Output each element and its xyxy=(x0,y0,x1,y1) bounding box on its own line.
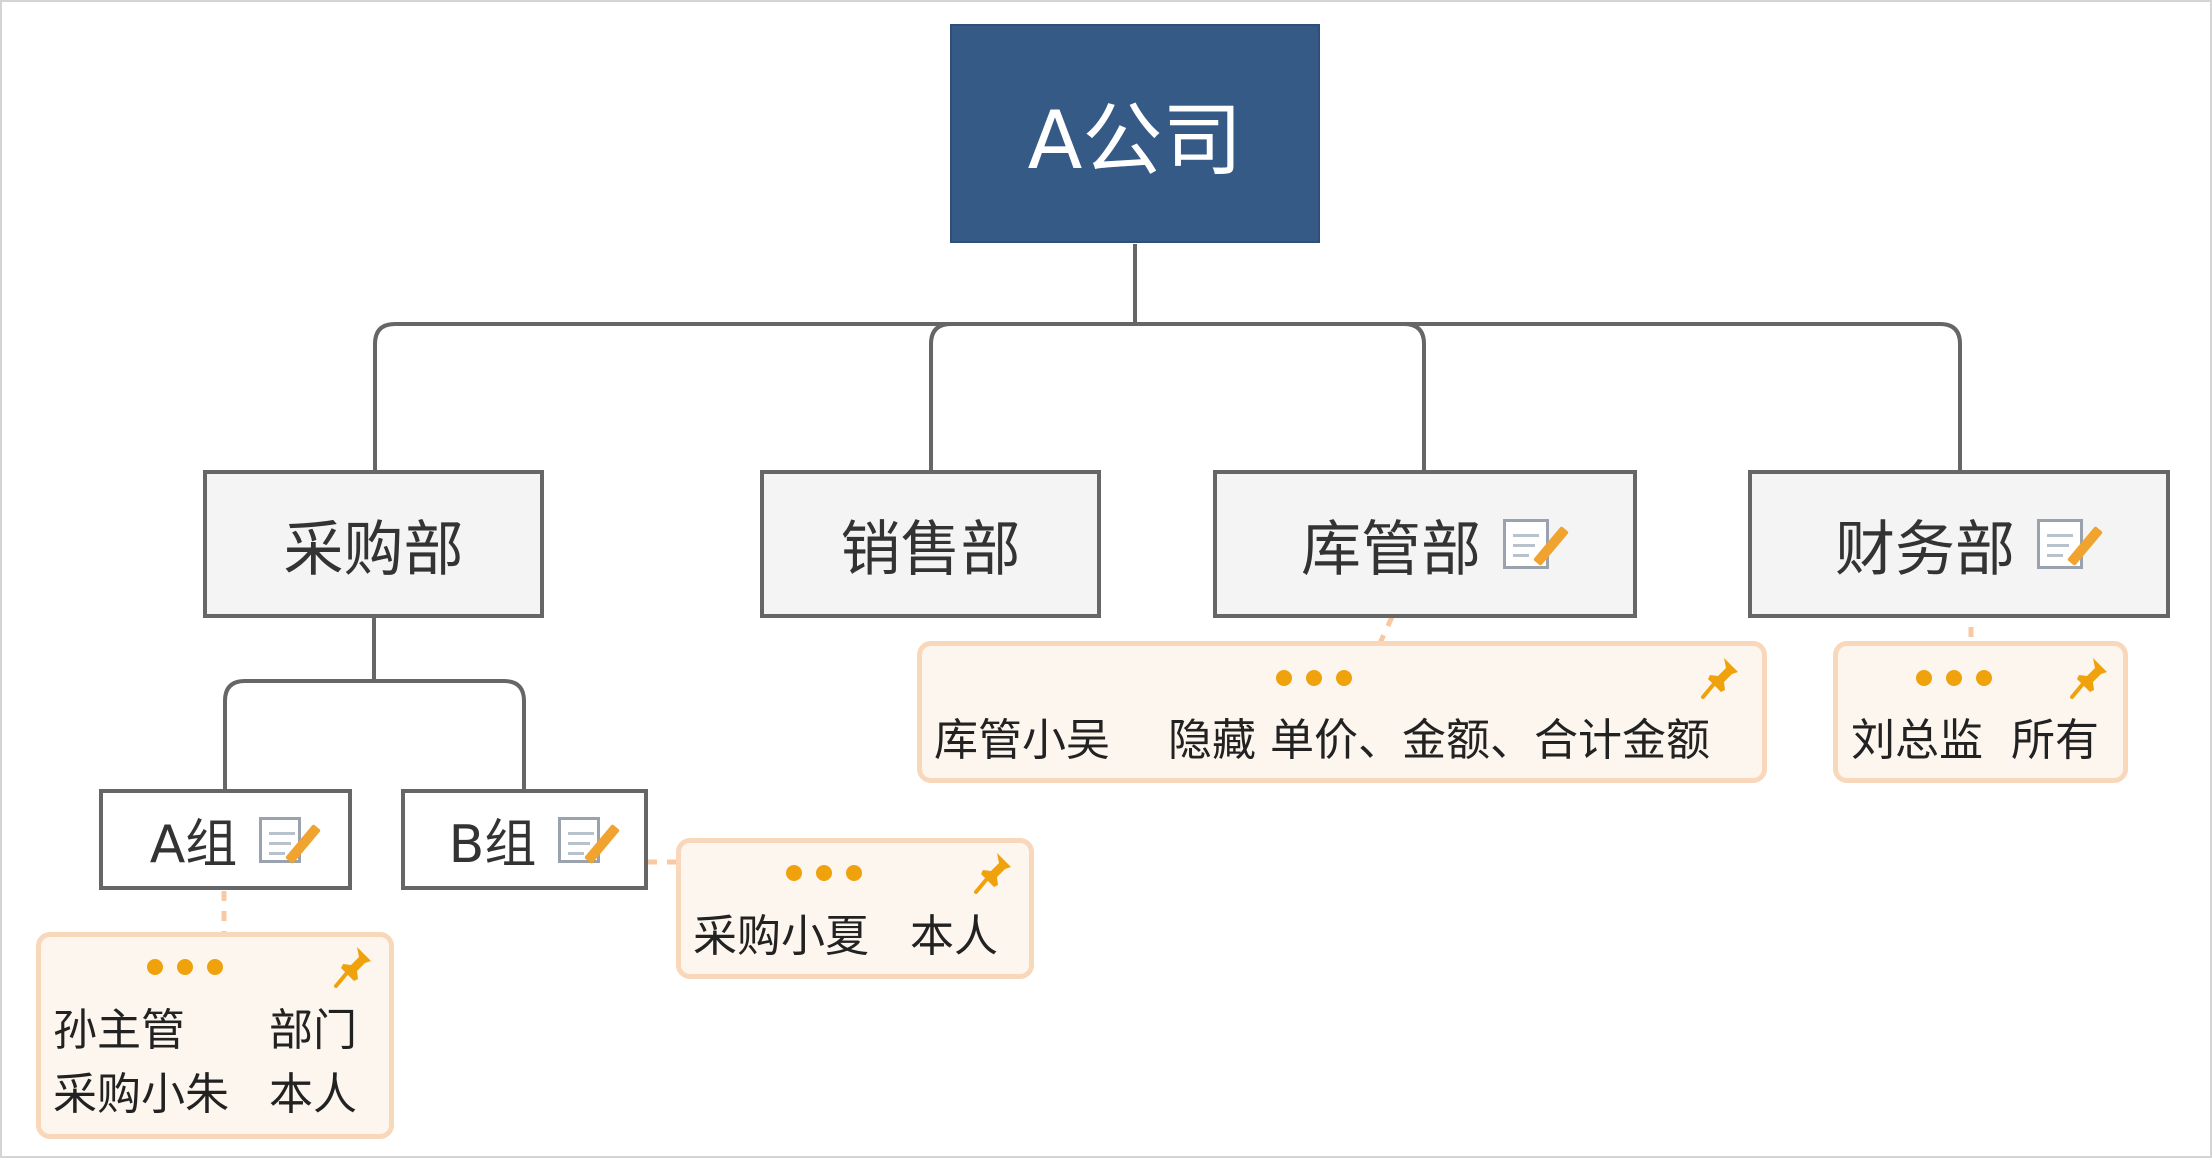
note-group-b-scope: 本人 xyxy=(910,911,998,962)
department-purchasing[interactable]: 采购部 xyxy=(203,470,544,618)
department-warehouse[interactable]: 库管部 xyxy=(1213,470,1637,618)
note-icon[interactable] xyxy=(558,816,621,864)
company-node[interactable]: A公司 xyxy=(950,24,1320,243)
more-dots-icon[interactable] xyxy=(147,959,223,975)
group-a-label: A组 xyxy=(149,815,238,875)
note-icon[interactable] xyxy=(1503,519,1569,569)
note-finance-scope: 所有 xyxy=(2011,715,2099,766)
pin-icon[interactable] xyxy=(1700,656,1740,700)
connector-root-finance xyxy=(1135,322,1962,470)
note-group-b[interactable]: 采购小夏 本人 xyxy=(676,838,1034,979)
group-b-label: B组 xyxy=(448,815,537,875)
note-link-warehouse xyxy=(1377,615,1395,645)
department-sales-label: 销售部 xyxy=(840,514,1021,585)
more-dots-icon[interactable] xyxy=(1916,670,1992,686)
note-group-a-scope-1: 部门 xyxy=(269,1005,357,1056)
note-icon[interactable] xyxy=(2037,519,2103,569)
company-label: A公司 xyxy=(1027,93,1243,187)
group-a[interactable]: A组 xyxy=(99,789,352,890)
note-group-a[interactable]: 孙主管 部门 采购小朱 本人 xyxy=(36,932,394,1139)
note-warehouse-person: 库管小吴 xyxy=(934,715,1110,766)
note-group-a-person-2: 采购小朱 xyxy=(53,1069,229,1120)
pin-icon[interactable] xyxy=(333,945,373,989)
note-icon[interactable] xyxy=(259,816,322,864)
note-group-a-scope-2: 本人 xyxy=(269,1069,357,1120)
department-finance-label: 财务部 xyxy=(1835,514,2015,585)
connector-root-warehouse xyxy=(1135,322,1426,470)
more-dots-icon[interactable] xyxy=(1276,670,1352,686)
pin-icon[interactable] xyxy=(973,851,1013,895)
note-finance-person: 刘总监 xyxy=(1851,715,1983,766)
note-warehouse[interactable]: 库管小吴 隐藏 单价、金额、合计金额 xyxy=(917,641,1767,783)
department-warehouse-label: 库管部 xyxy=(1301,514,1481,585)
note-group-a-person-1: 孙主管 xyxy=(53,1005,185,1056)
group-b[interactable]: B组 xyxy=(401,789,648,890)
department-purchasing-label: 采购部 xyxy=(283,514,464,585)
connector-purchasing-a xyxy=(223,679,374,789)
note-finance[interactable]: 刘总监 所有 xyxy=(1833,641,2128,783)
note-group-b-person: 采购小夏 xyxy=(693,911,869,962)
connector-root-bus xyxy=(373,322,1135,470)
connector-purchasing-b xyxy=(374,679,526,789)
pin-icon[interactable] xyxy=(2069,656,2109,700)
department-sales[interactable]: 销售部 xyxy=(760,470,1101,618)
note-warehouse-scope: 隐藏 单价、金额、合计金额 xyxy=(1168,715,1710,766)
connector-root-sales xyxy=(929,322,1135,470)
more-dots-icon[interactable] xyxy=(786,865,862,881)
department-finance[interactable]: 财务部 xyxy=(1748,470,2170,618)
